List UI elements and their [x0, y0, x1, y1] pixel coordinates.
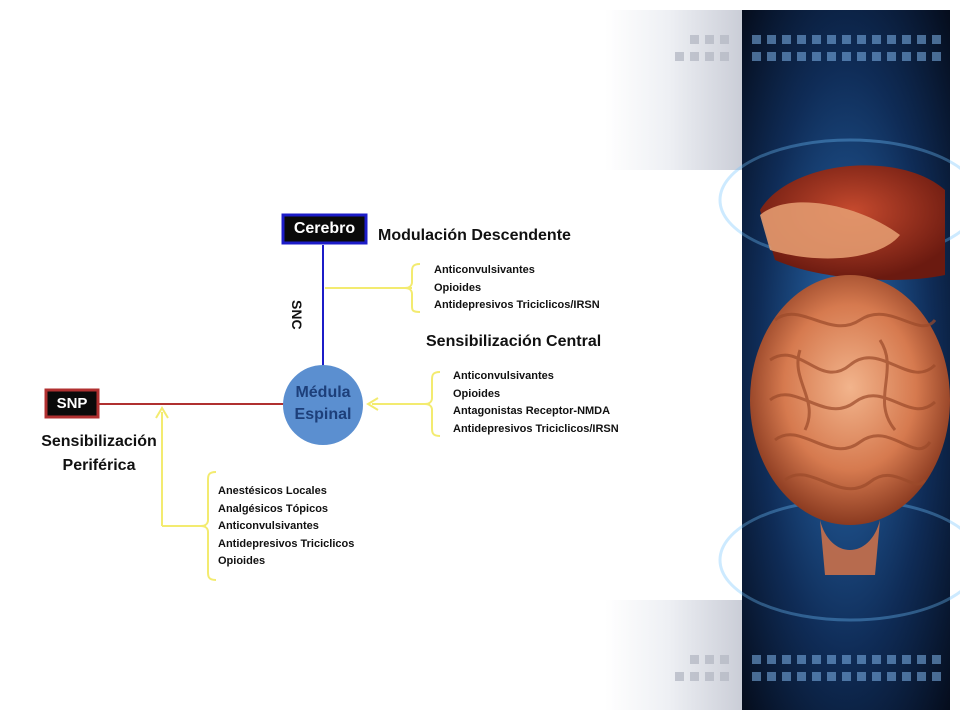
periferica-line-1: Sensibilización	[41, 433, 157, 450]
list-item: Analgésicos Tópicos	[218, 502, 329, 515]
list-item: Opioides	[218, 555, 266, 567]
list-item: Anticonvulsivantes	[218, 520, 319, 532]
cerebro-label: Cerebro	[293, 220, 356, 237]
list-item: Antidepresivos Triciclicos	[218, 537, 355, 550]
periferica-heading: Sensibilización Periférica	[34, 430, 164, 478]
medula-espinal-label: Médula Espinal	[283, 382, 363, 426]
cerebro-box	[281, 213, 368, 245]
modulacion-drug-list: Anticonvulsivantes Opioides Antidepresiv…	[434, 262, 600, 315]
snp-label: SNP	[56, 395, 88, 412]
central-drug-list: Anticonvulsivantes Opioides Antagonistas…	[453, 368, 619, 438]
periferica-line-2: Periférica	[62, 457, 136, 474]
central-bracket	[366, 371, 441, 437]
periferica-bracket	[155, 406, 217, 581]
medula-line-2: Espinal	[294, 406, 352, 423]
list-item: Antagonistas Receptor-NMDA	[453, 405, 611, 417]
snp-box	[44, 388, 100, 419]
central-heading: Sensibilización Central	[426, 333, 602, 350]
anatomy-image	[718, 10, 960, 710]
list-item: Antidepresivos Triciclicos/IRSN	[434, 299, 600, 311]
medula-espinal-node	[283, 365, 363, 445]
list-item: Opioides	[434, 281, 482, 294]
list-item: Antidepresivos Triciclicos/IRSN	[453, 422, 619, 435]
periferica-drug-list: Anestésicos Locales Analgésicos Tópicos …	[218, 483, 354, 571]
list-item: Anticonvulsivantes	[453, 370, 554, 382]
snc-label: SNC	[289, 300, 305, 330]
list-item: Anestésicos Locales	[218, 485, 327, 497]
list-item: Opioides	[453, 387, 501, 400]
modulacion-bracket	[325, 263, 421, 313]
decorative-background-panel	[605, 10, 745, 710]
modulacion-heading: Modulación Descendente	[378, 227, 571, 244]
medula-line-1: Médula	[295, 384, 351, 401]
list-item: Anticonvulsivantes	[434, 264, 535, 276]
